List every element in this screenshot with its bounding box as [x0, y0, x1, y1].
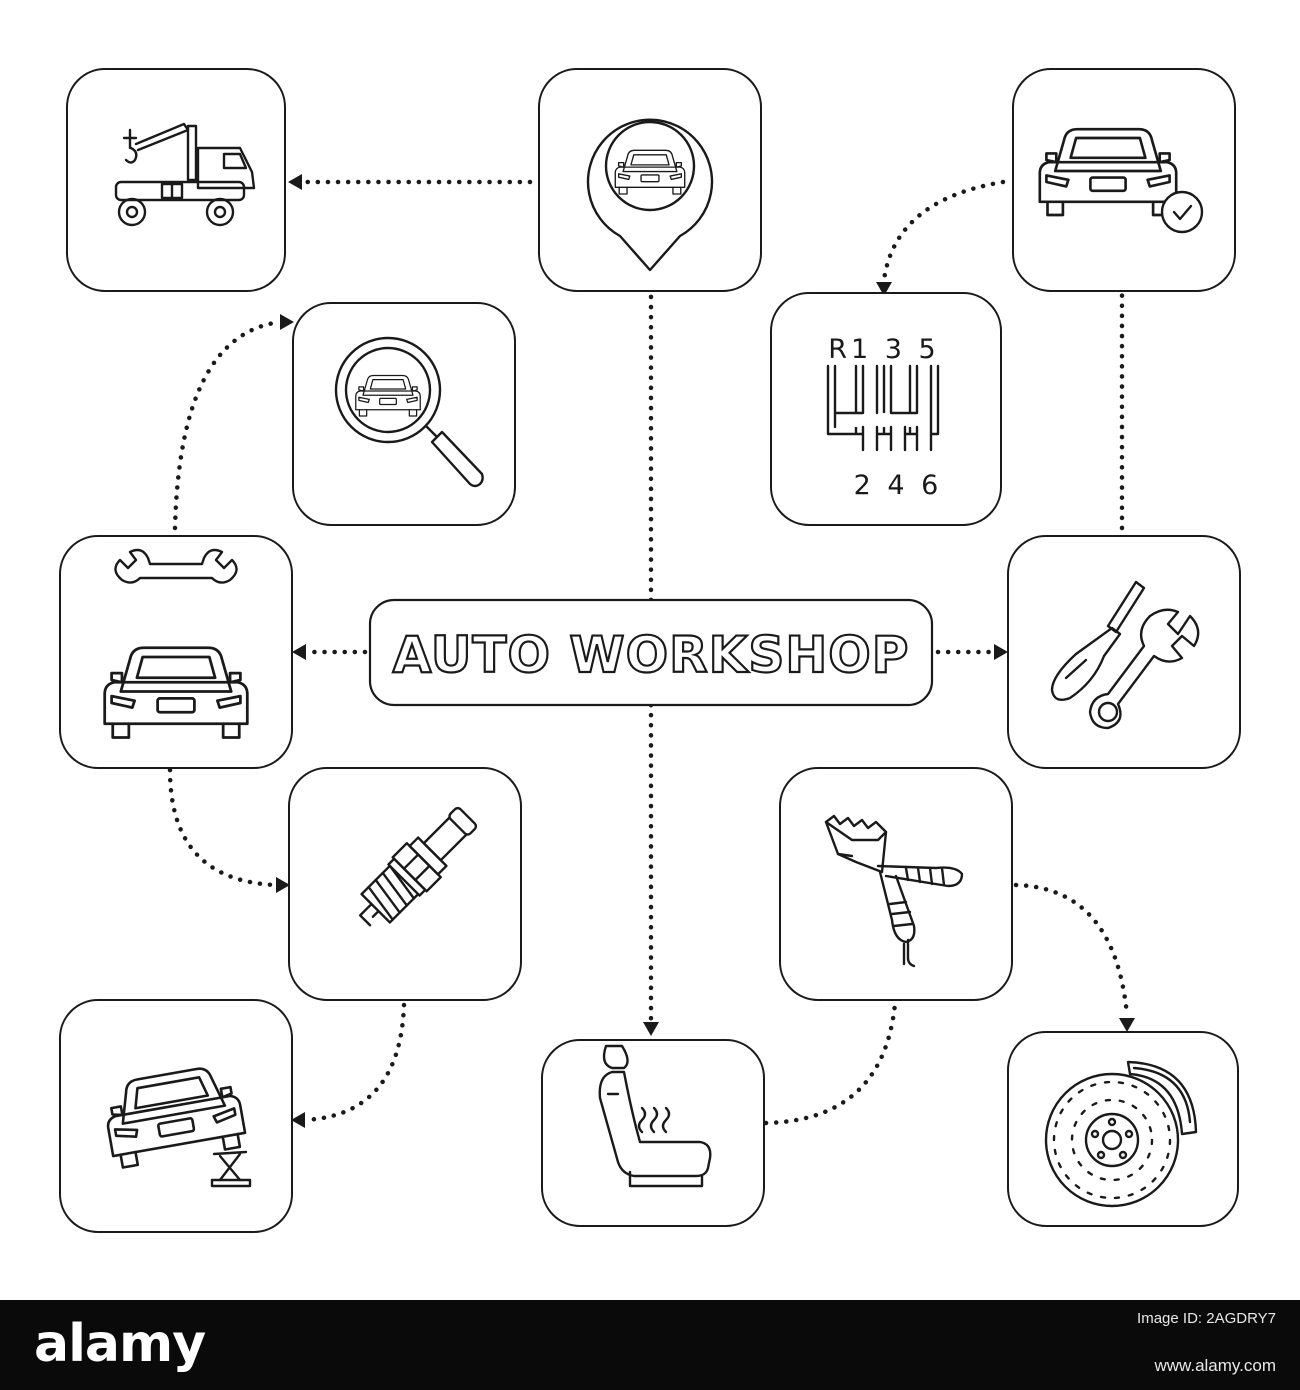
gearbox-pattern-icon: [826, 359, 940, 457]
brake-disc-icon: [1044, 1060, 1198, 1208]
tow-truck-icon: [114, 122, 256, 227]
alamy-logo: alamy: [34, 1314, 206, 1374]
gear-labels-top: R1 3 5: [828, 334, 939, 365]
node-tools: [1007, 535, 1241, 769]
mind-map-diagram: AUTO WORKSHOP: [59, 68, 1241, 1233]
title-box: [368, 598, 934, 707]
connectors: [167, 179, 1130, 1126]
node-spark-plug: [288, 767, 522, 1001]
battery-clamp-icon: [824, 814, 964, 968]
screwdriver-wrench-icon: [1050, 580, 1200, 730]
magnifier-car-icon: [334, 336, 484, 488]
node-heated-seat: [541, 1039, 765, 1227]
node-car-jack: [59, 999, 293, 1233]
gear-labels-bottom: 2 4 6: [854, 470, 943, 501]
node-gear-shift: [770, 292, 1002, 526]
heated-seat-icon: [598, 1044, 712, 1188]
node-car-check: [1012, 68, 1236, 292]
map-pin-car-icon: [586, 118, 714, 272]
image-id-label: Image ID: 2AGDRY7: [1137, 1310, 1276, 1327]
node-car-location-pin: [538, 68, 762, 292]
diagram-title: AUTO WORKSHOP: [393, 626, 910, 684]
footer-bar: alamy Image ID: 2AGDRY7 www.alamy.com: [0, 1300, 1300, 1390]
node-brake-disc: [1007, 1031, 1239, 1227]
node-tow-truck: [66, 68, 286, 292]
node-car-search: [292, 302, 516, 526]
spark-plug-icon: [358, 806, 478, 927]
node-car-repair: [59, 535, 293, 769]
node-jumper-clamp: [779, 767, 1013, 1001]
site-url: www.alamy.com: [1154, 1356, 1276, 1375]
